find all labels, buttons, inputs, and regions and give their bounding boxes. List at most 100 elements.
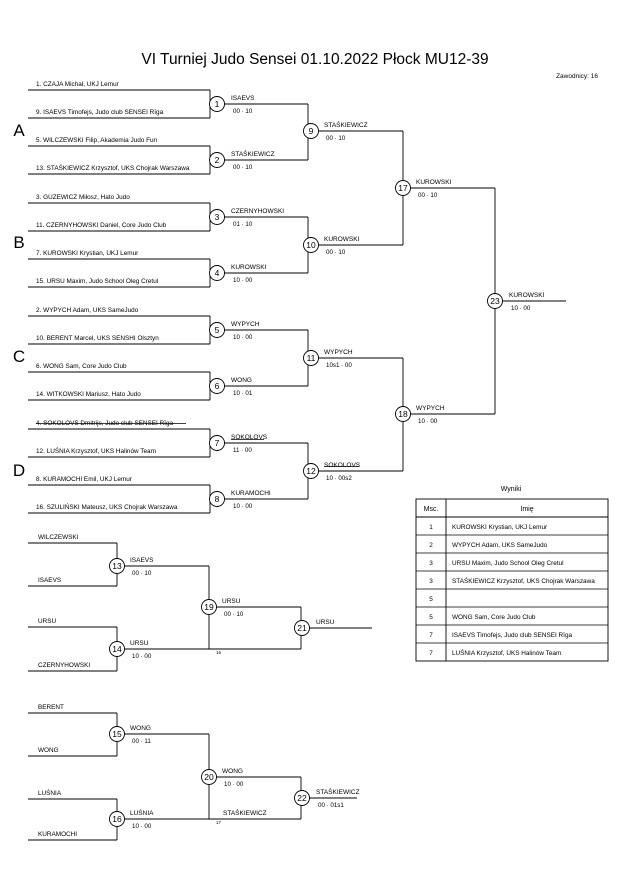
repechage-final-bout-circle bbox=[294, 790, 310, 806]
bout-winner: KUROWSKI bbox=[324, 236, 360, 243]
page-title: VI Turniej Judo Sensei 01.10.2022 Płock … bbox=[141, 51, 488, 68]
bout-score: 01 · 10 bbox=[233, 221, 253, 228]
results-place: 1 bbox=[429, 524, 433, 531]
bout-winner: STAŚKIEWICZ bbox=[231, 149, 275, 158]
repechage-score: 10 · 00 bbox=[132, 823, 152, 830]
final-bout-number: 23 bbox=[490, 296, 500, 306]
bout-number: 18 bbox=[398, 409, 408, 419]
repechage-final-bout-circle bbox=[294, 620, 310, 636]
bout-score: 00 · 10 bbox=[326, 249, 346, 256]
bout-score: 10 · 00 bbox=[418, 418, 438, 425]
bout-winner: SOKOLOVS bbox=[324, 462, 361, 469]
bout-number: 4 bbox=[215, 268, 220, 278]
bout-circle bbox=[209, 378, 225, 394]
bout-winner: KURAMOCHI bbox=[231, 490, 271, 497]
results-col-name: Imię bbox=[520, 506, 533, 513]
repechage-winner: URSU bbox=[222, 598, 241, 605]
repechage-entrant: WONG bbox=[38, 747, 59, 754]
repechage-bout-circle bbox=[109, 811, 125, 827]
repechage-entrant: KURAMOCHI bbox=[38, 831, 77, 838]
repechage-bout-number: 15 bbox=[112, 729, 122, 739]
final-winner: KUROWSKI bbox=[509, 292, 545, 299]
bout-number: 17 bbox=[398, 183, 408, 193]
bout-number: 3 bbox=[215, 212, 220, 222]
competitor-entry: 1. CZAJA Michał, UKJ Lemur bbox=[36, 81, 120, 88]
repechage-winner: WONG bbox=[222, 768, 243, 775]
bout-score: 11 · 00 bbox=[233, 447, 252, 454]
bout-circle bbox=[303, 123, 319, 139]
results-place: 2 bbox=[429, 542, 433, 549]
repechage-winner: LUŚNIA bbox=[130, 808, 154, 817]
bout-score: 10 · 00 bbox=[233, 334, 253, 341]
bout-circle bbox=[395, 406, 411, 422]
competitor-count: Zawodnicy: 16 bbox=[556, 73, 598, 80]
repechage-winner: URSU bbox=[130, 640, 149, 647]
results-border bbox=[415, 498, 609, 662]
bout-winner: STAŚKIEWICZ bbox=[324, 120, 368, 129]
competitor-entry: 15. URSU Maxim, Judo School Oleg Cretul bbox=[36, 278, 158, 285]
repechage-entrant: ISAEVS bbox=[38, 577, 61, 584]
competitor-entry: 5. WILCZEWSKI Filip, Akademia Judo Fun bbox=[36, 137, 158, 144]
results-name: WYPYCH Adam, UKS SameJudo bbox=[452, 542, 548, 549]
group-label: D bbox=[13, 461, 25, 480]
bout-number: 10 bbox=[306, 240, 316, 250]
repechage-bout-circle bbox=[201, 599, 217, 615]
bout-winner: SOKOLOVS bbox=[231, 434, 268, 441]
competitor-entry: 14. WITKOWSKI Mariusz, Hato Judo bbox=[36, 391, 141, 398]
bout-number: 12 bbox=[306, 466, 316, 476]
bout-score: 10 · 00s2 bbox=[326, 475, 352, 482]
group-label: C bbox=[13, 347, 25, 366]
bout-winner: WONG bbox=[231, 377, 252, 384]
bout-winner: ISAEVS bbox=[231, 95, 255, 102]
bout-score: 10 · 00 bbox=[233, 277, 253, 284]
bout-number: 2 bbox=[215, 155, 220, 165]
repechage-bout-ref: 16 bbox=[216, 650, 222, 655]
results-name: WONG Sam, Core Judo Club bbox=[452, 614, 536, 621]
repechage-bout-number: 16 bbox=[112, 814, 122, 824]
results-name: ISAEVS Timofejs, Judo club SENSEI Rīga bbox=[452, 632, 573, 639]
bout-number: 5 bbox=[215, 325, 220, 335]
repechage-score: 00 · 10 bbox=[132, 570, 152, 577]
repechage-score: 00 · 11 bbox=[132, 738, 151, 745]
repechage-score: 10 · 00 bbox=[132, 653, 152, 660]
bout-circle bbox=[209, 435, 225, 451]
bout-circle bbox=[303, 350, 319, 366]
bout-score: 10s1 · 00 bbox=[326, 362, 352, 369]
results-col-place: Msc. bbox=[424, 506, 439, 513]
repechage-bout-circle bbox=[109, 641, 125, 657]
bout-circle bbox=[303, 237, 319, 253]
repechage-winner: ISAEVS bbox=[130, 557, 154, 564]
results-place: 5 bbox=[429, 596, 433, 603]
final-score: 10 · 00 bbox=[511, 305, 531, 312]
repechage-bout-circle bbox=[109, 558, 125, 574]
repechage-bout-number: 19 bbox=[204, 602, 214, 612]
repechage-winner: WONG bbox=[130, 725, 151, 732]
results-place: 3 bbox=[429, 560, 433, 567]
bout-number: 9 bbox=[309, 126, 314, 136]
results-name: URSU Maxim, Judo School Oleg Cretul bbox=[452, 560, 564, 567]
repechage-bout-number: 20 bbox=[204, 772, 214, 782]
results-name: KUROWSKI Krystian, UKJ Lemur bbox=[452, 524, 548, 531]
bout-number: 7 bbox=[215, 438, 220, 448]
bout-circle bbox=[209, 96, 225, 112]
bout-score: 00 · 10 bbox=[326, 135, 346, 142]
repechage-bout-circle bbox=[201, 769, 217, 785]
bout-winner: CZERNYHOWSKI bbox=[231, 208, 284, 215]
competitor-entry: 13. STAŚKIEWICZ Krzysztof, UKS Chojrak W… bbox=[36, 163, 190, 172]
bout-winner: WYPYCH bbox=[324, 349, 353, 356]
competitor-entry: 9. ISAEVS Timofejs, Judo club SENSEI Rīg… bbox=[36, 109, 164, 116]
group-label: A bbox=[13, 121, 25, 140]
bout-circle bbox=[395, 180, 411, 196]
repechage-bout-circle bbox=[109, 726, 125, 742]
competitor-entry: 16. SZULIŃSKI Mateusz, UKS Chojrak Warsz… bbox=[36, 502, 178, 511]
repechage-entrant: BERENT bbox=[38, 704, 64, 711]
competitor-entry: 8. KURAMOCHI Emil, UKJ Lemur bbox=[36, 476, 133, 483]
bout-score: 00 · 10 bbox=[233, 164, 253, 171]
competitor-entry: 6. WONG Sam, Core Judo Club bbox=[36, 363, 127, 370]
repechage-entrant: WILCZEWSKI bbox=[38, 534, 79, 541]
repechage-score: 10 · 00 bbox=[224, 781, 244, 788]
competitor-entry: 7. KUROWSKI Krystian, UKJ Lemur bbox=[36, 250, 139, 257]
